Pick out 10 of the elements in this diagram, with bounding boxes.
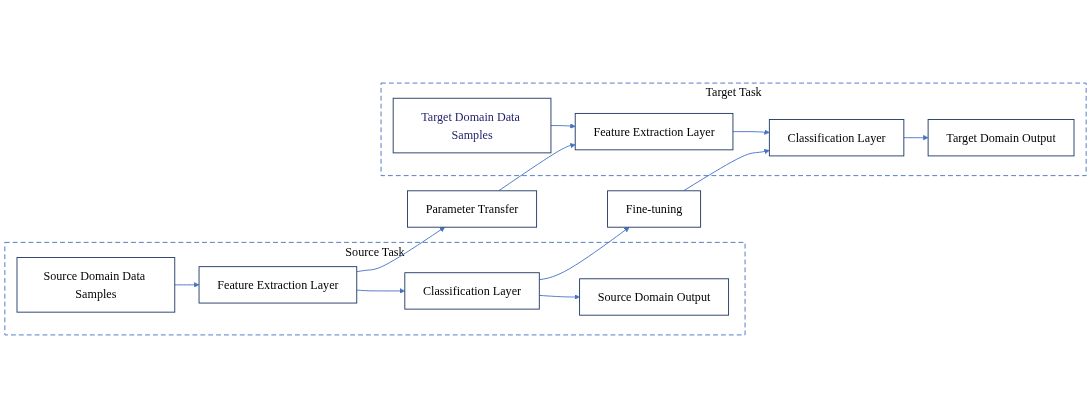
node-box: Feature Extraction Layer — [198, 266, 358, 304]
node-box: Classification Layer — [404, 272, 540, 310]
node-box: Feature Extraction Layer — [574, 112, 734, 151]
node-box: Classification Layer — [768, 119, 905, 157]
node-box: Fine-tuning — [607, 190, 702, 228]
node-box: Source Domain Output — [579, 278, 730, 316]
node-box: Target Domain Output — [927, 119, 1075, 157]
node-box: Parameter Transfer — [407, 190, 538, 228]
node-box: Target Domain Data Samples — [392, 97, 552, 154]
node-box: Source Domain Data Samples — [16, 257, 176, 313]
